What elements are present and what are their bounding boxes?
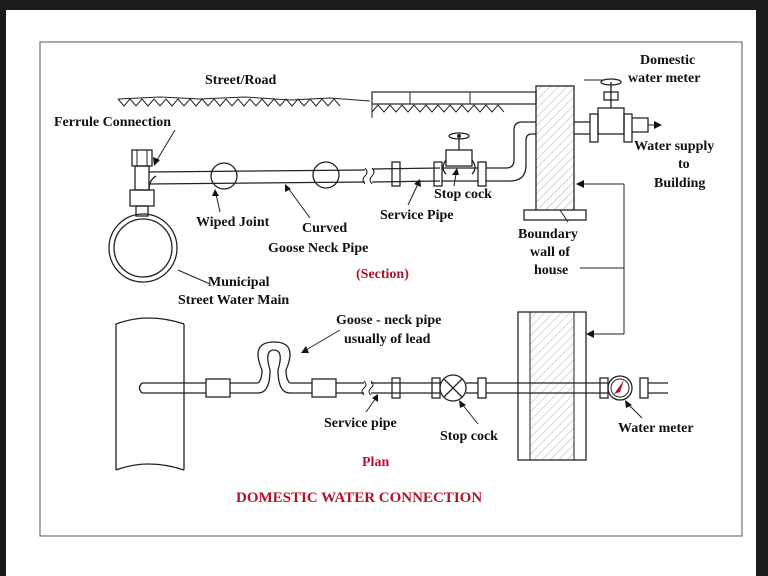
street-road-ground	[117, 91, 537, 118]
municipal-main-circle	[108, 213, 178, 283]
boundary-label-2: wall of	[530, 245, 570, 260]
boundary-label-1: Boundary	[518, 227, 578, 242]
plan-leader-lines	[301, 329, 643, 425]
wiped-joint-label: Wiped Joint	[196, 215, 270, 230]
water-meter-icon	[607, 375, 633, 401]
stop-cock-plan-label: Stop cock	[440, 429, 498, 444]
municipal-label: Municipal	[208, 275, 270, 290]
curved-label: Curved	[302, 221, 347, 236]
water-meter-plan-label: Water meter	[618, 421, 694, 436]
plan-view	[115, 311, 668, 471]
boundary-label-3: house	[534, 263, 568, 278]
stop-cock-plan-icon	[439, 374, 467, 402]
domestic-meter-label-1: Domestic	[640, 53, 695, 68]
service-pipe-section	[148, 121, 536, 191]
ferrule-connection-label: Ferrule Connection	[54, 115, 171, 130]
water-supply-label-2: to	[678, 157, 690, 172]
service-pipe-label-section: Service Pipe	[380, 208, 453, 223]
goose-neck-pipe-label: Goose Neck Pipe	[268, 241, 368, 256]
ferrule-fitting	[129, 149, 155, 217]
service-pipe-plan	[138, 341, 668, 399]
section-leader-lines	[153, 79, 662, 338]
water-supply-label-3: Building	[654, 176, 705, 191]
goose-neck-plan-label-2: usually of lead	[344, 332, 431, 347]
diagram-title: DOMESTIC WATER CONNECTION	[236, 490, 482, 506]
street-main-plan	[115, 317, 185, 471]
plan-view-label: Plan	[362, 455, 389, 470]
goose-neck-plan-label-1: Goose - neck pipe	[336, 313, 441, 328]
section-view	[108, 78, 649, 283]
drawing-border	[39, 41, 743, 537]
water-supply-label-1: Water supply	[634, 139, 714, 154]
street-water-main-label: Street Water Main	[178, 293, 289, 308]
domestic-meter-label-2: water meter	[628, 71, 700, 86]
service-pipe-plan-label: Service pipe	[324, 416, 397, 431]
house-pipe-section	[574, 88, 649, 143]
boundary-wall-plan	[517, 311, 587, 461]
stop-cock-label-section: Stop cock	[434, 187, 492, 202]
boundary-wall-section	[523, 85, 587, 221]
section-view-label: (Section)	[356, 267, 409, 282]
valve-wheel-icon	[600, 78, 622, 88]
street-road-label: Street/Road	[205, 73, 276, 88]
stop-cock-icon	[442, 132, 476, 175]
